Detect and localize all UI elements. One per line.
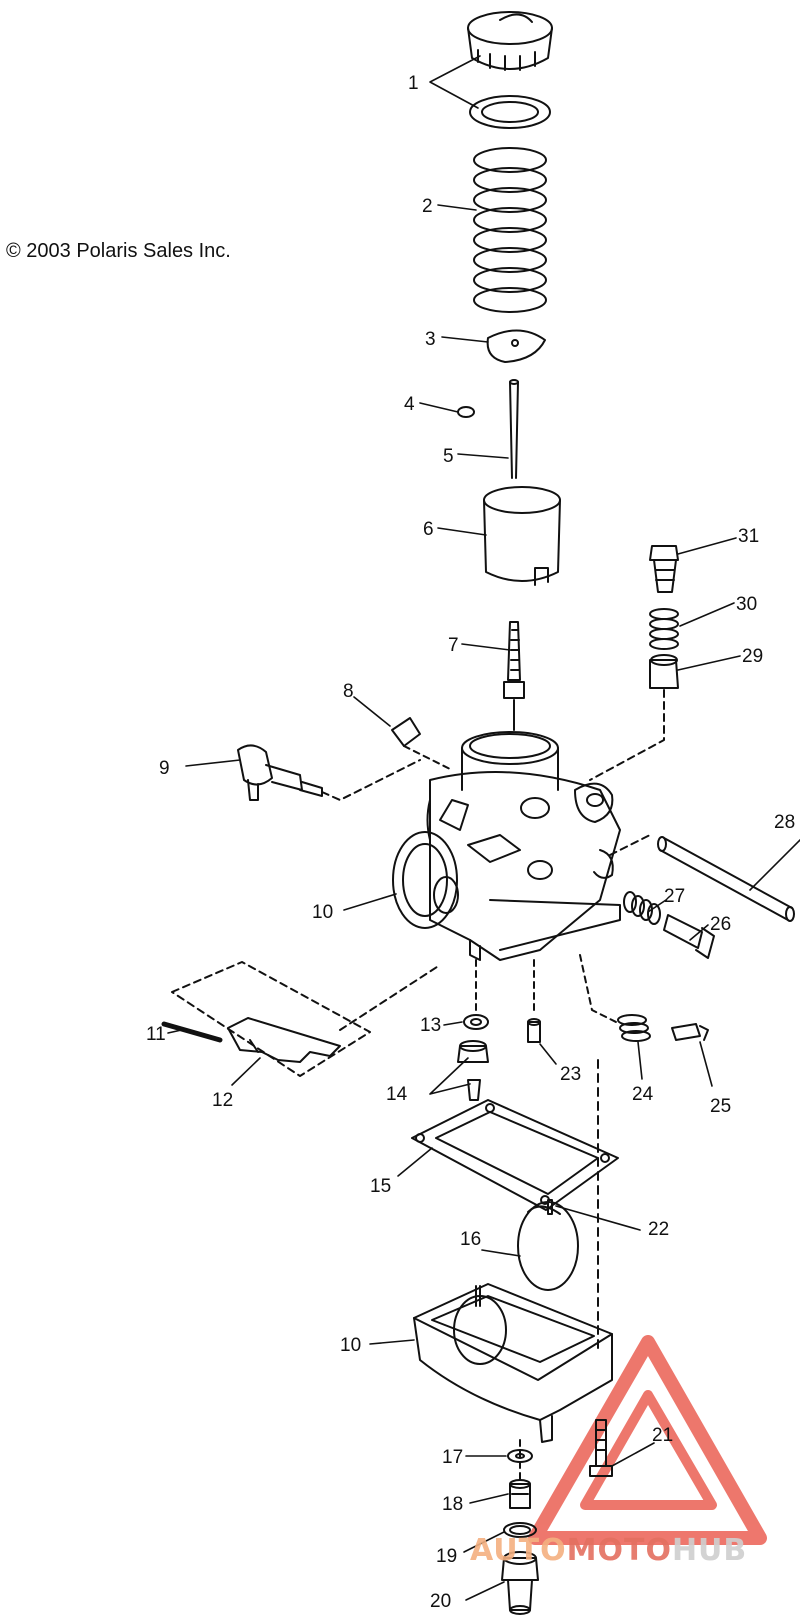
label-5: 5	[443, 446, 454, 467]
part-7-screw	[503, 621, 525, 731]
label-7: 7	[448, 635, 459, 656]
label-12: 12	[212, 1090, 233, 1111]
watermark-auto: AUTO	[470, 1533, 567, 1568]
part-15-gasket	[411, 1099, 619, 1211]
part-10-carb-body	[392, 731, 621, 961]
label-9: 9	[159, 758, 170, 779]
part-8-fitting	[391, 717, 453, 771]
label-8: 8	[343, 681, 354, 702]
label-19: 19	[436, 1546, 457, 1567]
label-2: 2	[422, 196, 433, 217]
label-15: 15	[370, 1176, 391, 1197]
label-24: 24	[632, 1084, 654, 1105]
watermark-text: AUTOMOTOHUB	[470, 1533, 747, 1568]
label-31: 31	[738, 526, 759, 547]
part-22-pin	[547, 1059, 599, 1351]
part-19-oring	[503, 1522, 537, 1538]
label-14: 14	[386, 1084, 408, 1105]
part-28-tube	[609, 834, 795, 922]
label-21: 21	[652, 1425, 673, 1446]
part-14-needle-valve	[457, 1040, 489, 1101]
label-13: 13	[420, 1015, 441, 1036]
part-11-12-float-box	[161, 961, 441, 1077]
part-21-screw	[589, 1419, 613, 1477]
label-18: 18	[442, 1494, 463, 1515]
label-23: 23	[560, 1064, 581, 1085]
part-3-plate	[486, 329, 546, 363]
label-11: 11	[146, 1024, 166, 1045]
part-26-screw	[663, 914, 715, 959]
label-26: 26	[710, 914, 731, 935]
label-30: 30	[736, 594, 757, 615]
label-3: 3	[425, 329, 436, 350]
copyright-text: © 2003 Polaris Sales Inc.	[6, 240, 231, 262]
part-labels: 1 2 3 4 5 6 7 8 9 10 31 30 29 28 27 26 1…	[146, 73, 795, 1612]
part-1-cap	[467, 11, 553, 129]
label-6: 6	[423, 519, 434, 540]
part-16-float	[517, 1201, 579, 1291]
part-23-jet	[527, 959, 541, 1043]
leader-lines	[167, 55, 800, 1601]
label-25: 25	[710, 1096, 731, 1117]
label-16: 16	[460, 1229, 481, 1250]
watermark-moto: MOTO	[567, 1533, 672, 1568]
watermark-logo	[528, 1335, 767, 1545]
label-10-upper: 10	[312, 902, 333, 923]
part-30-spring	[649, 608, 679, 650]
part-6-slide	[483, 486, 561, 586]
part-20-plug	[501, 1551, 539, 1615]
part-17-washer	[507, 1449, 533, 1463]
part-29-plunger	[589, 654, 679, 781]
part-2-spring	[473, 147, 547, 313]
label-22: 22	[648, 1219, 669, 1240]
watermark-hub: HUB	[672, 1533, 747, 1568]
label-28: 28	[774, 812, 795, 833]
label-17: 17	[442, 1447, 463, 1468]
label-27: 27	[664, 886, 685, 907]
part-31-fitting	[649, 545, 679, 593]
part-24-spring	[579, 954, 651, 1042]
part-10-float-bowl	[413, 1283, 613, 1481]
part-25-screw	[671, 1023, 709, 1041]
part-5-needle	[509, 379, 519, 479]
label-29: 29	[742, 646, 763, 667]
part-9-plunger	[237, 744, 421, 801]
label-4: 4	[404, 394, 415, 415]
label-20: 20	[430, 1591, 451, 1612]
part-13-washer	[463, 959, 489, 1030]
logo-triangle	[528, 1335, 767, 1545]
label-1: 1	[408, 73, 419, 94]
svg-text:AUTOMOTOHUB: AUTOMOTOHUB	[470, 1533, 747, 1568]
logo-inner-triangle	[580, 1390, 717, 1510]
part-18-jet	[509, 1479, 531, 1509]
part-4-clip	[457, 406, 475, 418]
label-10-lower: 10	[340, 1335, 361, 1356]
